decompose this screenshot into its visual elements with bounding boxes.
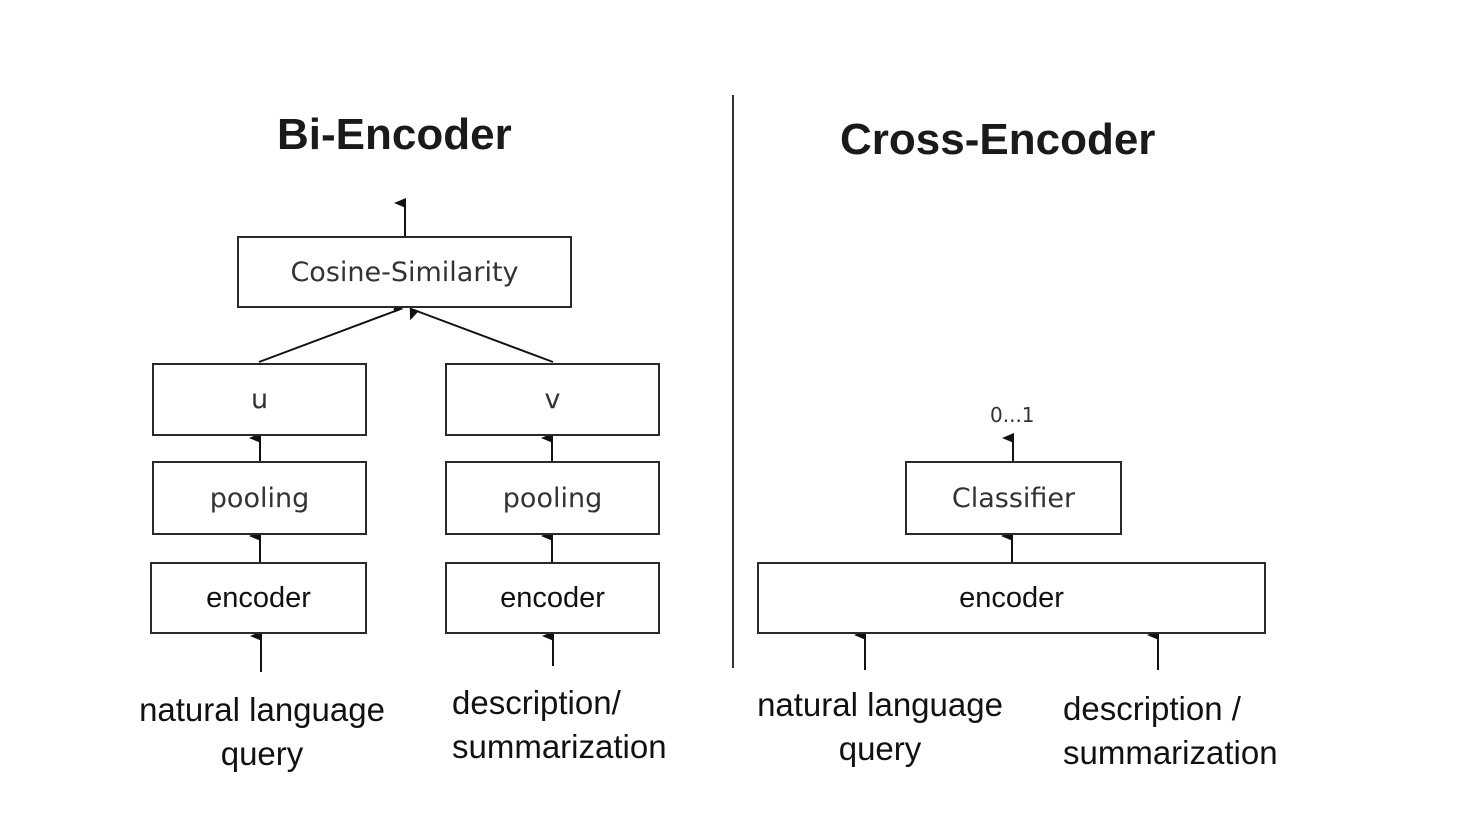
right-pooling-box: pooling: [445, 461, 660, 535]
v-to-similarity-arrow: [409, 307, 554, 363]
cross-right-input-line1: description /: [1063, 690, 1241, 727]
bi-right-input-line1: description/: [452, 684, 621, 721]
v-vector-box: v: [445, 363, 660, 436]
u-vector-box: u: [152, 363, 367, 436]
right-encoder-label: encoder: [500, 581, 605, 614]
right-pooling-label: pooling: [502, 482, 603, 514]
bi-left-input-label: natural language query: [135, 688, 389, 776]
bi-right-input-label: description/ summarization: [452, 681, 667, 769]
left-encoder-box: encoder: [150, 562, 367, 634]
output-range-label: 0...1: [990, 403, 1035, 427]
cosine-similarity-box: Cosine-Similarity: [237, 236, 572, 308]
bi-left-input-line2: query: [220, 735, 304, 772]
bi-left-input-line1: natural language: [139, 691, 385, 728]
cross-right-input-line2: summarization: [1063, 734, 1278, 771]
classifier-label: Classifier: [951, 482, 1076, 514]
right-encoder-box: encoder: [445, 562, 660, 634]
cross-left-input-label: natural language query: [752, 683, 1008, 771]
cross-left-input-line1: natural language: [757, 686, 1003, 723]
v-vector-label: v: [544, 384, 561, 415]
cross-encoder-label: encoder: [959, 581, 1064, 614]
classifier-box: Classifier: [905, 461, 1122, 535]
left-pooling-box: pooling: [152, 461, 367, 535]
bi-right-input-line2: summarization: [452, 728, 667, 765]
u-to-similarity-arrow: [258, 299, 404, 363]
cross-encoder-box: encoder: [757, 562, 1266, 634]
bi-encoder-title: Bi-Encoder: [277, 110, 512, 159]
cosine-similarity-label: Cosine-Similarity: [290, 256, 519, 288]
left-pooling-label: pooling: [209, 482, 310, 514]
cross-right-input-label: description / summarization: [1063, 687, 1278, 775]
left-encoder-label: encoder: [206, 581, 311, 614]
u-vector-label: u: [250, 384, 269, 415]
cross-encoder-title: Cross-Encoder: [840, 115, 1156, 164]
cross-left-input-line2: query: [838, 730, 922, 767]
